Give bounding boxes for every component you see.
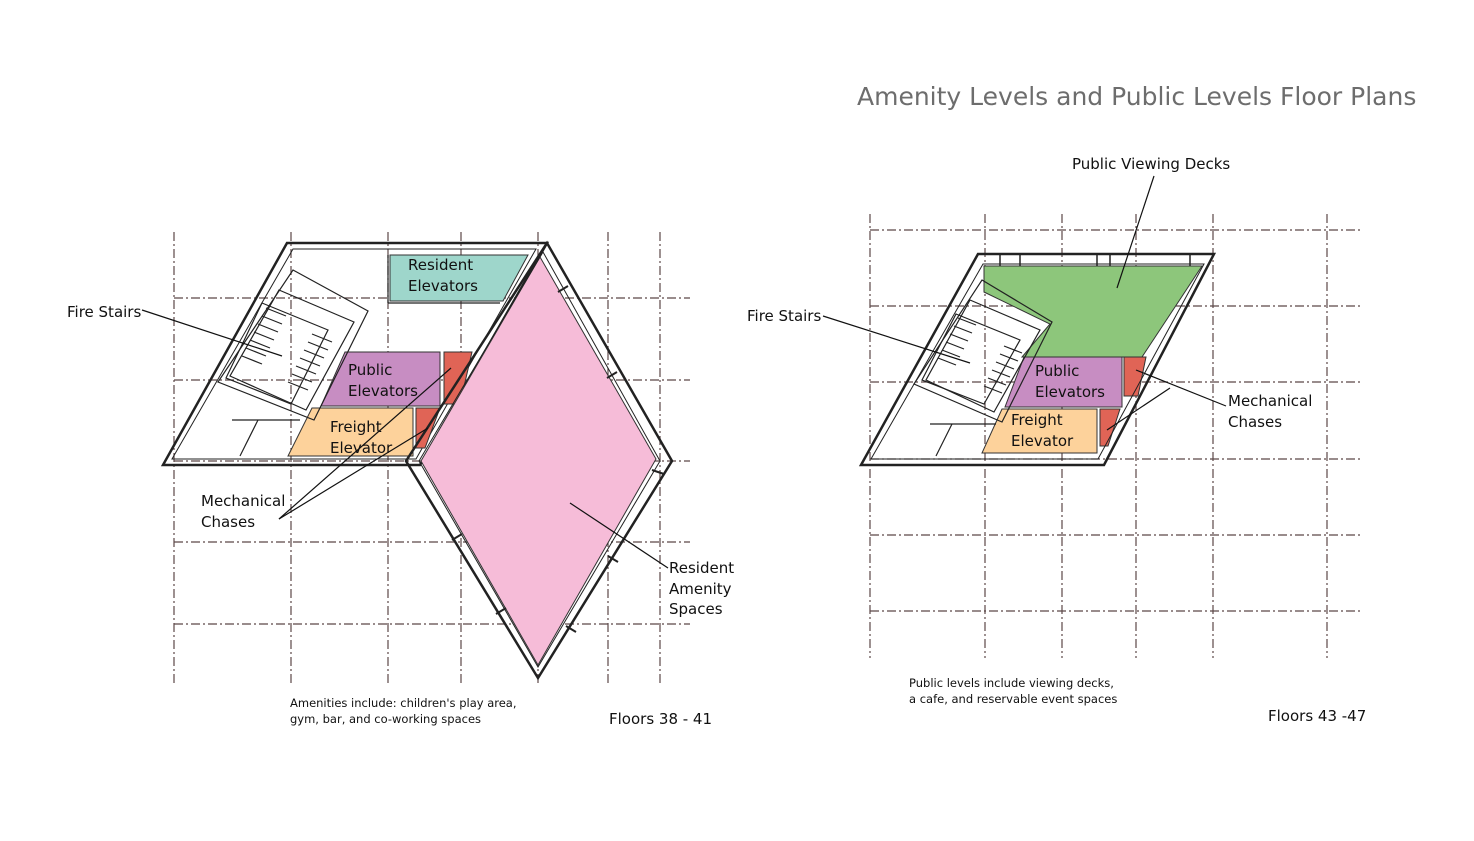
left-floor-plan: [160, 232, 690, 686]
left-slab-outline: [160, 241, 550, 467]
stair-tread: [241, 355, 263, 365]
stair-tread: [311, 333, 333, 343]
leader-public-viewing-decks: [1116, 175, 1155, 289]
mullion: [651, 469, 665, 475]
stair-tread: [983, 385, 1003, 394]
mullion: [565, 625, 577, 633]
public-viewing-decks-zone: [983, 265, 1203, 358]
stair-tread: [937, 357, 957, 366]
stair-tread: [265, 307, 287, 317]
stair-tread: [291, 373, 313, 383]
label-right-public-elevators: Public Elevators: [1035, 362, 1105, 401]
stair-tread: [295, 365, 317, 375]
right-slab-inner: [870, 263, 1205, 460]
stair-tread: [941, 349, 961, 358]
left-public-elevators-zone: [320, 351, 441, 407]
label-right-mechanical-chases: Mechanical Chases: [1228, 392, 1313, 431]
stair-tread: [953, 325, 973, 334]
label-left-mechanical-chases: Mechanical Chases: [201, 492, 286, 531]
stair-tread: [987, 377, 1007, 386]
mullion: [607, 555, 619, 563]
stair-tread: [995, 361, 1015, 370]
left-floors-caption: Floors 38 - 41: [609, 710, 713, 728]
mullion: [557, 285, 569, 293]
right-public-elevators-zone: [1004, 356, 1123, 408]
stair-tread: [1003, 345, 1023, 354]
right-slab: [858, 252, 1217, 467]
label-left-public-elevators: Public Elevators: [348, 361, 418, 400]
right-stair-shaft: [921, 313, 1021, 405]
stair-tread: [991, 369, 1011, 378]
mullion: [495, 607, 507, 615]
left-slab: [160, 241, 550, 467]
label-right-fire-stairs: Fire Stairs: [747, 307, 822, 325]
right-floor-plan: [858, 214, 1360, 658]
stair-tread: [253, 331, 275, 341]
left-fire-stairs: [217, 255, 500, 457]
stair-tread: [261, 315, 283, 325]
stair-tread: [245, 347, 267, 357]
mullion: [606, 371, 618, 379]
leader-right-mech-upper: [1135, 369, 1227, 407]
right-mechanical-chase-upper: [1123, 356, 1147, 397]
stair-tread: [299, 357, 321, 367]
right-floors-caption: Floors 43 -47: [1268, 707, 1367, 725]
stair-tread: [257, 323, 279, 333]
stair-tread: [945, 341, 965, 350]
stair-tread: [999, 353, 1019, 362]
left-slab-inner: [171, 248, 537, 460]
leader-right-fire-stairs: [822, 315, 971, 364]
leader-resident-amenity: [569, 502, 669, 569]
label-public-viewing-decks: Public Viewing Decks: [1072, 155, 1231, 173]
left-stair-core-outer: [217, 269, 369, 421]
leader-left-mech-lower: [278, 427, 429, 520]
stair-tread: [249, 339, 271, 349]
left-amenities-note: Amenities include: children's play area,…: [290, 696, 517, 726]
amenity-wall-inner: [418, 250, 661, 668]
resident-elevators-zone: [389, 254, 529, 302]
left-freight-elevator-zone: [287, 407, 414, 457]
page-title: Amenity Levels and Public Levels Floor P…: [857, 82, 1417, 111]
right-public-levels-note: Public levels include viewing decks, a c…: [909, 676, 1118, 706]
right-freight-elevator-zone: [981, 408, 1098, 454]
label-resident-elevators: Resident Elevators: [408, 256, 478, 295]
right-partition: [935, 423, 953, 457]
resident-amenity-zone: [420, 256, 657, 667]
right-deck-mullions: [999, 254, 1191, 266]
label-left-freight-elevator: Freight Elevator: [330, 418, 393, 457]
label-resident-amenity-spaces: Resident Amenity Spaces: [669, 559, 735, 618]
right-stair-core-outer: [913, 279, 1053, 423]
label-left-fire-stairs: Fire Stairs: [67, 303, 142, 321]
left-stair-shaft: [225, 302, 329, 405]
amenity-wall-outer: [404, 240, 674, 681]
leader-right-mech-lower: [1106, 387, 1171, 431]
leader-left-mech-upper: [278, 367, 452, 520]
right-slab-outline: [858, 252, 1217, 467]
label-right-freight-elevator: Freight Elevator: [1011, 411, 1074, 450]
left-partition: [239, 419, 259, 457]
left-stair-core-inner: [229, 289, 355, 411]
amenity-window-mullions: [451, 285, 665, 633]
leader-lines: [141, 175, 1227, 569]
stair-tread: [949, 333, 969, 342]
mullion: [451, 533, 463, 541]
stair-tread: [957, 317, 977, 326]
stair-tread: [303, 349, 325, 359]
stair-tread: [287, 381, 309, 391]
stair-tread: [307, 341, 329, 351]
leader-left-fire-stairs: [141, 309, 283, 357]
